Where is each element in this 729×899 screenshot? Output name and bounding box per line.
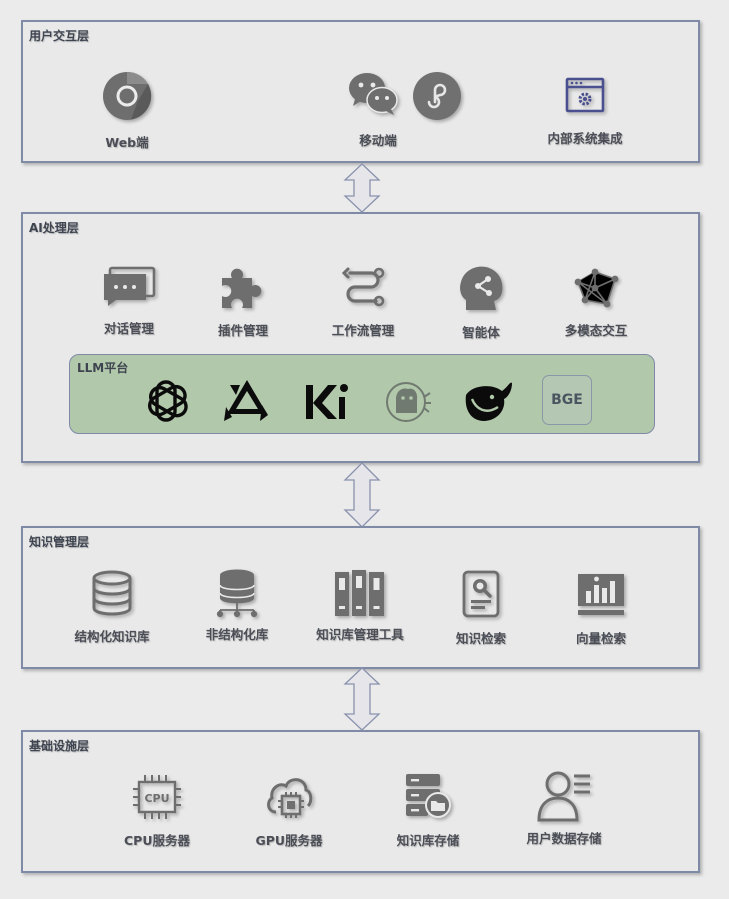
- multimodal-label: 多模态交互: [564, 323, 628, 338]
- openai-logo[interactable]: [142, 377, 192, 431]
- web-client-item[interactable]: Web端: [87, 70, 167, 151]
- knowledge-retrieval-item[interactable]: 知识检索: [441, 570, 521, 647]
- llm-platform-title: LLM平台: [77, 361, 129, 375]
- internal-integration-item[interactable]: 内部系统集成: [535, 76, 635, 147]
- cpu-server-label: CPU服务器: [124, 833, 190, 848]
- kb-management-tool-label: 知识库管理工具: [316, 627, 404, 642]
- puzzle-icon: [203, 264, 283, 314]
- server-storage-icon: [383, 772, 473, 824]
- web-client-label: Web端: [105, 135, 149, 150]
- bge-logo[interactable]: BGE: [542, 375, 592, 425]
- cloud-chip-icon: [239, 772, 339, 824]
- user-data-icon: [509, 770, 619, 826]
- brain-head-icon: [441, 264, 521, 316]
- unstructured-kb-label: 非结构化库: [205, 627, 269, 642]
- workflow-management-label: 工作流管理: [331, 323, 395, 338]
- knowledge-retrieval-label: 知识检索: [455, 631, 506, 646]
- llm-platform-panel: LLM平台: [69, 354, 655, 434]
- vector-retrieval-item[interactable]: 向量检索: [561, 572, 641, 647]
- kb-storage-label: 知识库存储: [396, 833, 460, 848]
- multimodal-item[interactable]: 多模态交互: [551, 268, 641, 339]
- workflow-management-item[interactable]: 工作流管理: [321, 266, 405, 339]
- mini-program-icon: [407, 70, 467, 126]
- chat-icon: [89, 266, 169, 312]
- gpu-server-label: GPU服务器: [255, 833, 323, 848]
- network-icon: [551, 268, 641, 314]
- layer-title: 用户交互层: [29, 29, 90, 43]
- bar-chart-icon: [561, 572, 641, 622]
- database-icon: [57, 570, 167, 620]
- deepseek-logo[interactable]: [462, 377, 514, 431]
- plugin-management-item[interactable]: 插件管理: [203, 264, 283, 339]
- double-arrow-icon: [342, 163, 382, 217]
- layer-title: 基础设施层: [29, 739, 90, 753]
- internal-integration-label: 内部系统集成: [547, 131, 623, 146]
- agent-item[interactable]: 智能体: [441, 264, 521, 341]
- cpu-chip-text: CPU: [144, 792, 169, 805]
- wechat-icon: [308, 70, 438, 122]
- binders-icon: [305, 568, 415, 622]
- kb-management-tool-item[interactable]: 知识库管理工具: [305, 568, 415, 643]
- layer-title: AI处理层: [29, 221, 79, 235]
- system-window-icon: [535, 76, 635, 118]
- kimi-logo[interactable]: [302, 377, 352, 431]
- infrastructure-layer: 基础设施层 CPU CPU服务器: [21, 730, 700, 873]
- chrome-icon: [87, 70, 167, 126]
- mobile-client-label: 移动端: [359, 133, 397, 148]
- layer-title: 知识管理层: [29, 535, 90, 549]
- ollama-logo[interactable]: [384, 377, 434, 431]
- vector-retrieval-label: 向量检索: [575, 631, 626, 646]
- qwen-logo[interactable]: [222, 377, 272, 431]
- workflow-icon: [321, 266, 405, 314]
- unstructured-kb-item[interactable]: 非结构化库: [187, 568, 287, 643]
- double-arrow-icon: [342, 462, 382, 532]
- mobile-client-item[interactable]: 移动端: [278, 70, 438, 149]
- double-arrow-icon: [342, 667, 382, 735]
- kb-storage-item[interactable]: 知识库存储: [383, 772, 473, 849]
- gpu-server-item[interactable]: GPU服务器: [239, 772, 339, 849]
- structured-kb-item[interactable]: 结构化知识库: [57, 570, 167, 645]
- user-data-storage-item[interactable]: 用户数据存储: [509, 770, 619, 847]
- structured-kb-label: 结构化知识库: [74, 629, 150, 644]
- dialogue-management-item[interactable]: 对话管理: [89, 266, 169, 337]
- agent-label: 智能体: [462, 325, 500, 340]
- dialogue-management-label: 对话管理: [103, 321, 154, 336]
- database-tree-icon: [187, 568, 287, 622]
- knowledge-management-layer: 知识管理层 结构化知识库: [21, 526, 700, 669]
- user-data-storage-label: 用户数据存储: [526, 831, 602, 846]
- cpu-icon: CPU: [107, 774, 207, 824]
- user-interaction-layer: 用户交互层 Web端 移动端: [21, 20, 700, 163]
- plugin-management-label: 插件管理: [217, 323, 268, 338]
- mini-program-item[interactable]: [407, 70, 467, 132]
- ai-processing-layer: AI处理层 对话管理 插件管理: [21, 212, 700, 463]
- document-search-icon: [441, 570, 521, 622]
- cpu-server-item[interactable]: CPU CPU服务器: [107, 774, 207, 849]
